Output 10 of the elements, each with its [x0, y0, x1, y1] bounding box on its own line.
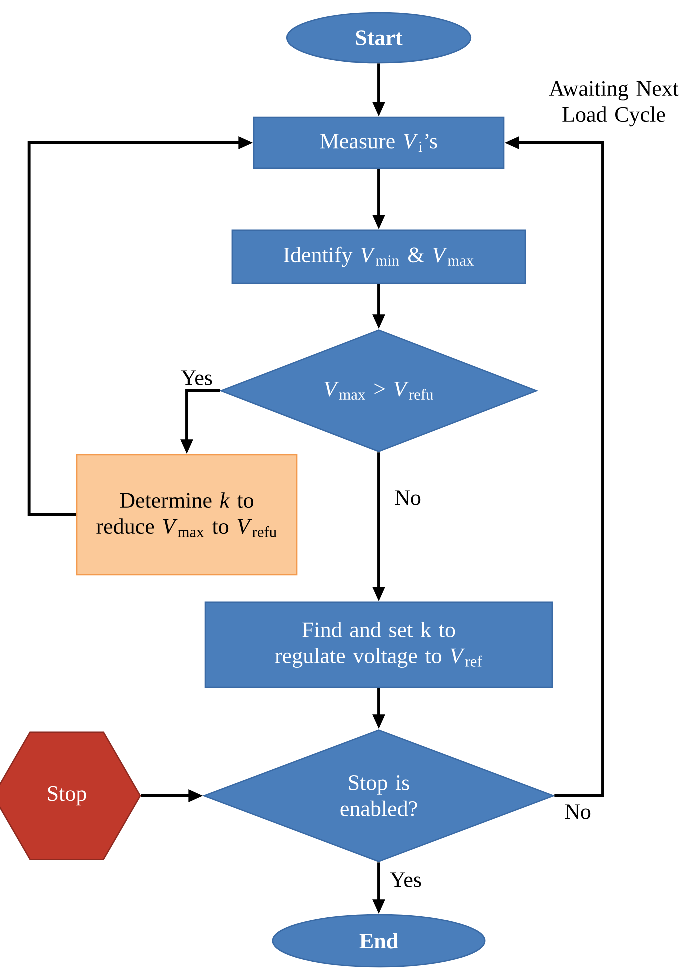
process-box: Measure V$_{i}$’s: [253, 116, 505, 170]
process-box: Determine k to reduce V$_{max}$ to V$_{refu}$: [76, 454, 298, 576]
edge-label: Yes: [181, 370, 212, 386]
process-box: Find and set k to regulate voltage to V$_{ref}$: [204, 602, 554, 688]
edge-label: No: [395, 490, 421, 506]
edge-label: No: [565, 804, 591, 820]
edge-label: Yes: [390, 872, 422, 888]
stop-hexagon: Stop: [0, 732, 142, 860]
note-text: Awaiting Next Load Cycle: [549, 81, 679, 127]
process-box: Identify V$_{min}$ & V$_{max}$: [232, 230, 526, 284]
